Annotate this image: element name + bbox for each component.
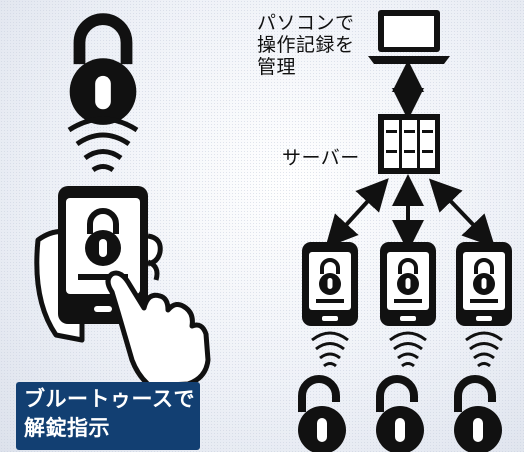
pc-label: パソコンで 操作記録を 管理 bbox=[257, 12, 355, 78]
phone-right-icon bbox=[454, 240, 514, 328]
server-label: サーバー bbox=[282, 147, 360, 169]
phone-left-icon bbox=[300, 240, 360, 328]
waves-center-icon bbox=[388, 331, 428, 368]
open-padlock-left-icon bbox=[298, 379, 346, 452]
open-padlock-center-icon bbox=[376, 379, 424, 452]
waves-right-icon bbox=[464, 331, 504, 368]
laptop-icon bbox=[368, 10, 450, 64]
caption-box: ブルートゥースで 解錠指示 bbox=[16, 382, 200, 450]
bluetooth-waves-icon bbox=[67, 116, 139, 173]
caption-text: ブルートゥースで 解錠指示 bbox=[24, 387, 195, 440]
waves-left-icon bbox=[310, 331, 350, 368]
top-padlock-icon bbox=[70, 19, 137, 125]
arrow-server-phone-right bbox=[428, 178, 496, 248]
server-icon bbox=[378, 114, 440, 174]
pointing-hand-icon bbox=[105, 270, 211, 389]
arrow-server-phone-left bbox=[325, 178, 389, 248]
open-padlock-right-icon bbox=[454, 379, 502, 452]
phone-center-icon bbox=[378, 240, 438, 328]
hand-phone-icon bbox=[34, 186, 163, 343]
